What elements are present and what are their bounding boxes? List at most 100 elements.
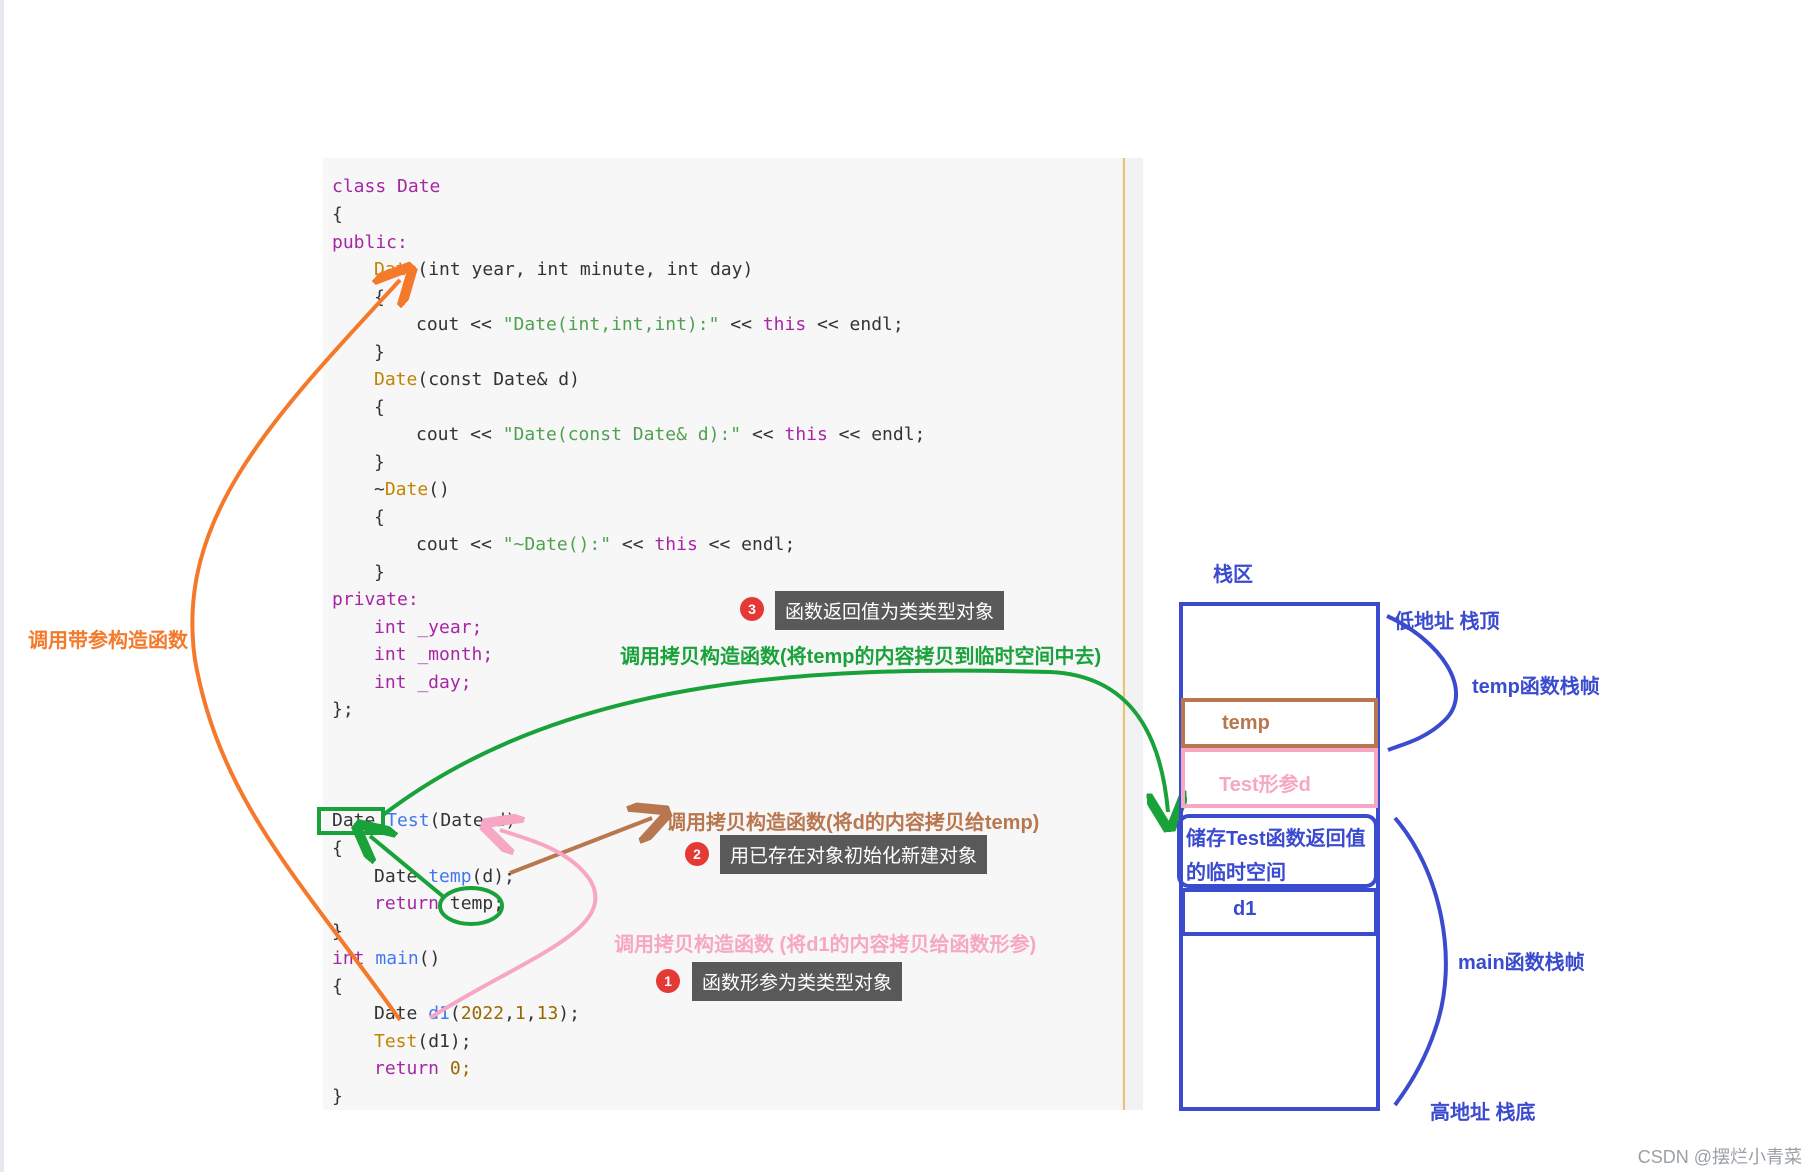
code-token: return <box>374 1058 440 1079</box>
tag-init-new-object: 用已存在对象初始化新建对象 <box>720 835 988 874</box>
stack-title: 栈区 <box>1213 564 1253 586</box>
tag-number-2: 2 <box>685 842 709 866</box>
code-token: Test <box>374 1031 418 1052</box>
code-token: return <box>374 893 440 914</box>
code-line-31: } <box>332 1086 343 1108</box>
green-arrow-return <box>370 836 447 900</box>
code-token: () <box>428 479 450 500</box>
code-line-29: Test(d1); <box>374 1031 472 1053</box>
code-line-24: return temp; <box>374 893 504 915</box>
watermark: CSDN @摆烂小青菜 <box>1637 1147 1802 1167</box>
code-token: Date <box>374 866 429 887</box>
code-token: 2022 <box>460 1003 505 1024</box>
code-token: main <box>364 948 419 969</box>
code-line-27: { <box>332 976 343 998</box>
code-token: << endl; <box>806 314 904 335</box>
code-token: << endl; <box>827 424 926 445</box>
code-line-3: public: <box>332 232 408 254</box>
main-frame-brace <box>1393 816 1448 1107</box>
code-line-15: } <box>374 562 385 584</box>
code-token: 0; <box>439 1058 472 1079</box>
code-token: private: <box>332 589 419 610</box>
code-line-10: cout << "Date(const Date& d):" << this <… <box>416 424 925 446</box>
code-token: } <box>374 452 385 473</box>
stack-temp-label: temp <box>1222 712 1270 734</box>
pink-arrow <box>428 830 598 1020</box>
green-temp-ellipse <box>438 886 504 926</box>
stack-d1-box <box>1181 888 1378 936</box>
code-line-22: { <box>332 838 343 860</box>
code-token: << <box>611 534 655 555</box>
code-token: cout << <box>416 424 503 445</box>
stack-temp-box <box>1181 698 1378 748</box>
stack-ret-label-2: 的临时空间 <box>1186 862 1286 884</box>
code-line-9: { <box>374 397 385 419</box>
code-line-30: return 0; <box>374 1058 472 1080</box>
code-token: Date <box>374 369 418 390</box>
code-line-16: private: <box>332 589 419 611</box>
annotation-call-param-ctor: 调用带参构造函数 <box>28 630 188 652</box>
code-token: (int year, int minute, int day) <box>417 259 754 280</box>
tag-param-class-object: 函数形参为类类型对象 <box>692 962 903 1001</box>
code-line-28: Date d1(2022,1,13); <box>374 1003 580 1025</box>
code-token: (d1); <box>417 1031 472 1052</box>
code-token: } <box>332 1086 343 1107</box>
code-panel-guide-line <box>1123 158 1125 1110</box>
code-token: { <box>332 204 343 225</box>
main-frame-label: main函数栈帧 <box>1458 952 1585 974</box>
code-line-1: class Date <box>332 176 440 198</box>
code-panel-gutter <box>1121 158 1143 1110</box>
code-token: { <box>374 507 385 528</box>
orange-arrow <box>190 280 400 1022</box>
tag-number-1: 1 <box>656 969 680 993</box>
code-token: "Date(const Date& d):" <box>502 424 742 445</box>
code-line-6: cout << "Date(int,int,int):" << this << … <box>416 314 904 336</box>
code-token: { <box>332 838 343 859</box>
code-token: this <box>654 534 698 555</box>
code-line-19: int _day; <box>374 672 472 694</box>
code-line-13: { <box>374 507 385 529</box>
code-token: "~Date():" <box>502 534 612 555</box>
stack-param-box <box>1181 748 1378 808</box>
code-token: ( <box>449 1003 461 1024</box>
temp-frame-label: temp函数栈帧 <box>1472 676 1600 698</box>
code-line-7: } <box>374 342 385 364</box>
code-line-2: { <box>332 204 343 226</box>
code-line-8: Date(const Date& d) <box>374 369 580 391</box>
code-token: ~ <box>374 479 385 500</box>
code-token: } <box>374 342 385 363</box>
code-line-14: cout << "~Date():" << this << endl; <box>416 534 795 556</box>
stack-ret-box <box>1177 814 1378 888</box>
annotation-copy-d-to-temp: 调用拷贝构造函数(将d的内容拷贝给temp) <box>666 812 1040 834</box>
left-edge-bar <box>0 0 4 1172</box>
code-token: ); <box>558 1003 580 1024</box>
green-arrow-to-stack <box>381 668 1168 815</box>
code-token: { <box>332 976 343 997</box>
code-token: << <box>719 314 763 335</box>
code-token: } <box>332 921 343 942</box>
code-token: temp; <box>439 893 505 914</box>
code-token: int _month; <box>374 644 494 665</box>
temp-frame-brace <box>1386 614 1458 752</box>
code-line-18: int _month; <box>374 644 493 666</box>
code-token: 13 <box>536 1003 559 1024</box>
stack-ret-label-1: 储存Test函数返回值 <box>1186 828 1366 850</box>
code-token: }; <box>332 699 354 720</box>
tag-return-class-object: 函数返回值为类类型对象 <box>775 591 1005 630</box>
code-line-12: ~Date() <box>374 479 450 501</box>
tag-number-3: 3 <box>740 597 764 621</box>
code-token: , <box>525 1003 537 1024</box>
annotation-copy-to-temp-space: 调用拷贝构造函数(将temp的内容拷贝到临时空间中去) <box>620 646 1102 668</box>
code-line-25: } <box>332 921 343 943</box>
code-line-23: Date temp(d); <box>374 866 515 888</box>
code-token: << <box>741 424 785 445</box>
code-token: Date <box>384 479 429 500</box>
code-token: { <box>374 397 385 418</box>
code-token: cout << <box>416 534 503 555</box>
code-token: 1 <box>514 1003 526 1024</box>
code-token: cout << <box>416 314 503 335</box>
stack-low-address-label: 低地址 栈顶 <box>1394 611 1500 633</box>
brown-arrow <box>509 818 652 875</box>
code-token: int _day; <box>374 672 472 693</box>
